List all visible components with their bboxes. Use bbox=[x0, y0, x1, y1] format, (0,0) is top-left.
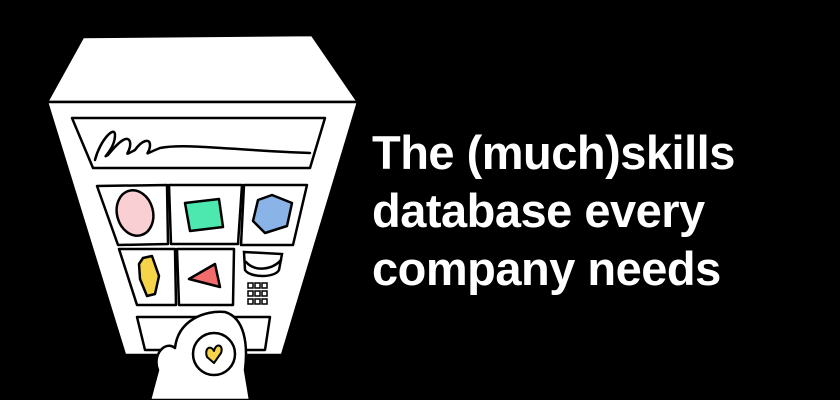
machine-top bbox=[45, 33, 360, 104]
headline-line-1: The (much)skills bbox=[372, 126, 735, 179]
heart-icon bbox=[205, 344, 223, 364]
triangle-icon bbox=[187, 262, 222, 289]
signature-scribble-icon bbox=[93, 130, 312, 162]
hexagon-icon bbox=[251, 193, 294, 235]
label-panel bbox=[70, 116, 327, 170]
keypad-icon bbox=[247, 282, 268, 305]
coin-slot-icon bbox=[242, 250, 284, 278]
headline-line-2: database every bbox=[372, 184, 705, 237]
rectangle-icon bbox=[183, 197, 225, 233]
circle-icon bbox=[115, 189, 155, 237]
gem-icon bbox=[137, 254, 161, 298]
headline-line-3: company needs bbox=[372, 242, 721, 295]
headline: The (much)skills database every company … bbox=[372, 124, 735, 298]
